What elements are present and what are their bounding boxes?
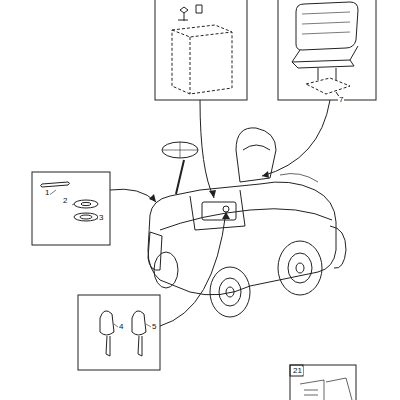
pin — [41, 182, 70, 187]
inset-frame — [32, 172, 110, 245]
key-head — [132, 311, 146, 335]
inset-frame — [278, 0, 376, 100]
leader-line — [48, 190, 98, 219]
callout-number: 1 — [44, 189, 50, 197]
callout-number: 4 — [118, 323, 124, 331]
ring-hole — [80, 215, 92, 219]
callout-number: 3 — [98, 214, 104, 222]
leader-curve — [110, 100, 330, 326]
seat-post — [318, 68, 336, 80]
key-blade — [138, 336, 142, 356]
seat-base — [292, 46, 358, 68]
ring — [74, 213, 98, 221]
ride-on-car — [148, 128, 336, 295]
seat-detail — [302, 12, 350, 34]
key-head — [100, 311, 114, 335]
key-switch — [223, 206, 229, 212]
callout-number: 5 — [151, 323, 157, 331]
manual — [300, 378, 352, 400]
steering-wheel — [162, 142, 198, 158]
washer — [74, 200, 98, 208]
wheels — [154, 226, 346, 317]
terminal — [196, 5, 202, 13]
dash-panel — [202, 202, 236, 220]
inset-frame — [290, 365, 356, 400]
seat-back — [296, 2, 358, 50]
seat-plate — [306, 78, 350, 94]
inset-frame — [78, 295, 160, 370]
battery — [172, 25, 232, 94]
number-box — [290, 365, 303, 376]
callout-number: 7 — [338, 96, 344, 104]
inset-frame — [155, 0, 247, 100]
key-blade — [106, 336, 110, 356]
washer-hole — [81, 202, 91, 205]
terminal-screw — [178, 7, 188, 21]
callout-number: 21 — [292, 367, 303, 375]
steering-column — [176, 160, 184, 194]
callout-number: 2 — [62, 197, 68, 205]
